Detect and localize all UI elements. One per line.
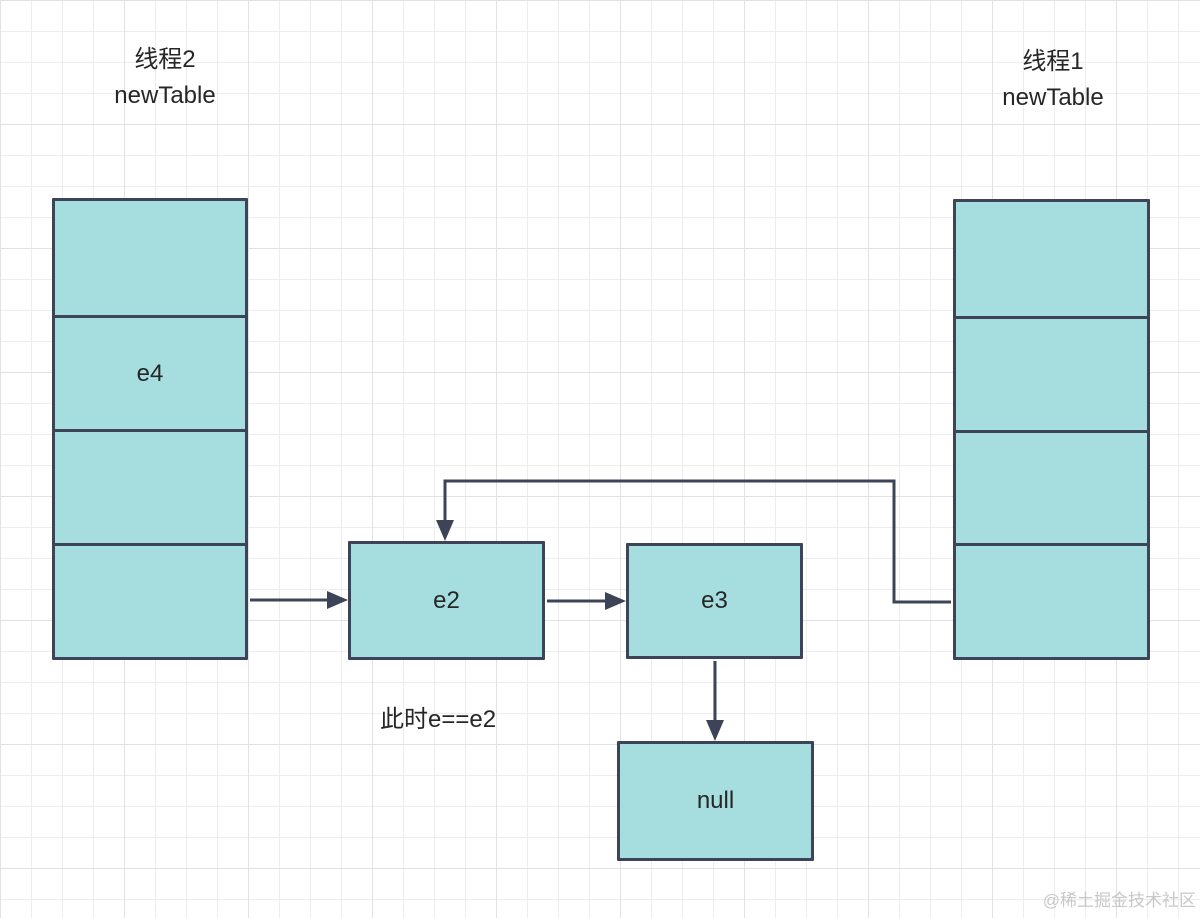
- node-e2: e2: [348, 541, 545, 660]
- arrow-thread1-table-to-e2: [436, 479, 951, 604]
- thread1-title: 线程1 newTable: [948, 44, 1158, 116]
- thread2-title-line2: newTable: [114, 82, 216, 109]
- thread1-table-cell-2: [956, 429, 1147, 544]
- arrow-thread2-table-to-e2: [250, 591, 348, 609]
- thread2-newtable: e4: [52, 198, 248, 660]
- thread2-table-cell-e4: e4: [55, 315, 245, 429]
- thread1-title-line1: 线程1: [1022, 48, 1084, 75]
- thread1-title-line2: newTable: [1002, 84, 1104, 111]
- thread1-table-cell-3: [956, 543, 1147, 657]
- watermark: @稀土掘金技术社区: [1042, 891, 1196, 910]
- thread1-newtable: [953, 199, 1150, 660]
- node-e3: e3: [626, 543, 803, 659]
- thread2-title-line1: 线程2: [134, 46, 196, 73]
- thread2-table-cell-0: [55, 201, 245, 315]
- thread2-table-cell-3: [55, 543, 245, 657]
- arrow-e3-to-null: [706, 661, 724, 741]
- thread1-table-cell-1: [956, 315, 1147, 430]
- node-null: null: [617, 741, 814, 861]
- thread2-title: 线程2 newTable: [60, 42, 270, 114]
- annotation-e-equals-e2: 此时e==e2: [380, 706, 497, 733]
- thread2-table-cell-2: [55, 429, 245, 543]
- arrow-e2-to-e3: [547, 592, 626, 610]
- thread1-table-cell-0: [956, 202, 1147, 316]
